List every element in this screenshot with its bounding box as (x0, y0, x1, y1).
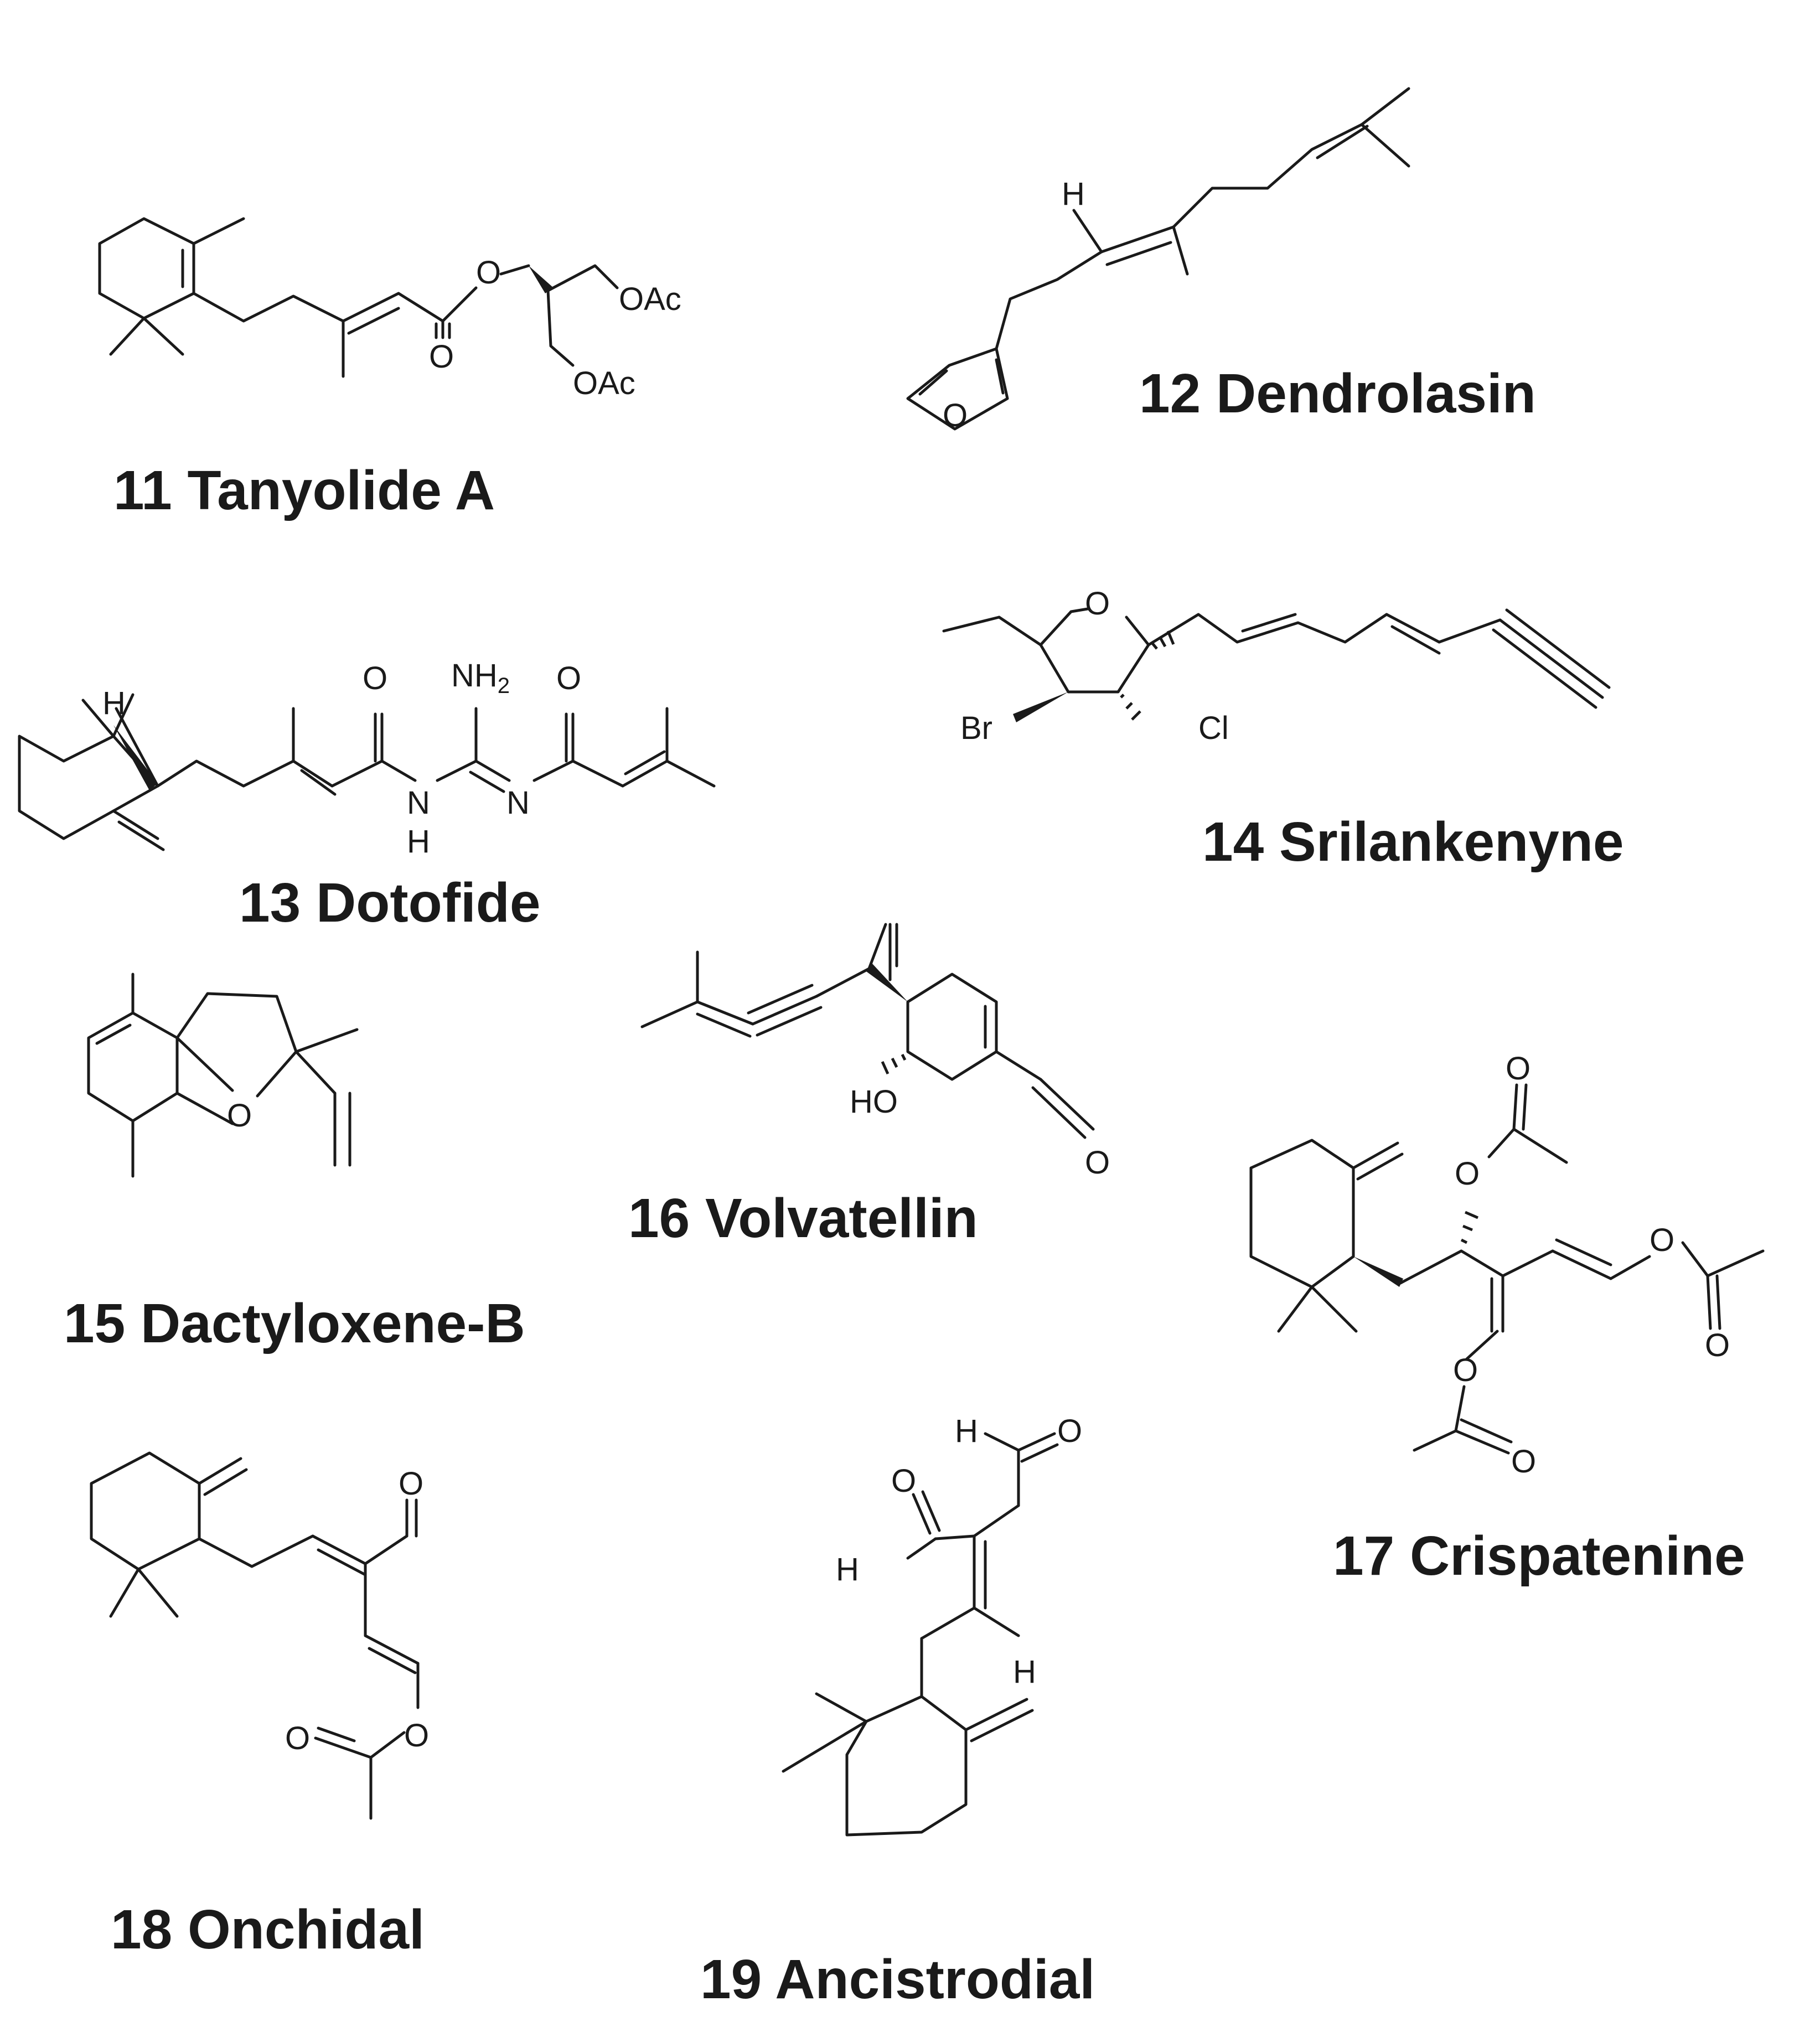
atom-o-ester: O (404, 1718, 429, 1754)
hashed-bond-cl (1120, 694, 1141, 721)
atom-o-ester: O (476, 255, 501, 291)
atom-oac-1: OAc (619, 281, 681, 317)
structure-16-volvatellin: HO O 16 Volvatellin (628, 923, 1110, 1249)
atom-o-carbonyl-3: O (1511, 1444, 1536, 1480)
tetrahydrofuran-ring (175, 992, 298, 1098)
atom-o-aldehyde: O (399, 1466, 423, 1502)
atom-nh: N (407, 785, 430, 821)
atom-h-vinyl: H (1013, 1654, 1036, 1690)
structure-12-dendrolasin: O H 12 Dendrolasin (906, 87, 1536, 433)
atom-o-ring: O (1085, 586, 1110, 622)
compound-18-label: 18 Onchidal (111, 1899, 425, 1961)
atom-cl: Cl (1198, 710, 1229, 746)
atom-br: Br (960, 710, 992, 746)
tetrahydropyran-ring (1039, 607, 1150, 694)
atom-o-aldehyde-2: O (891, 1463, 916, 1499)
atom-h-vinyl: H (1062, 176, 1085, 212)
hashed-bond-ho (881, 1053, 907, 1075)
structure-14-srilankenyne: O Br Cl 14 Srilankenyne (942, 586, 1624, 873)
structure-15-dactyloxene-b: O 15 Dactyloxene-B (64, 973, 525, 1354)
structure-13-dotofide: H O N H NH2 N O 13 Dotofide (18, 658, 716, 934)
compound-12-label: 12 Dendrolasin (1139, 363, 1536, 425)
atom-o-ester-2: O (1650, 1222, 1674, 1258)
structure-18-onchidal: O O O 18 Onchidal (90, 1451, 429, 1961)
cyclohexane-ring (90, 1451, 201, 1571)
cyclohexene-ring (87, 1011, 179, 1123)
cyclohexene-ring (98, 217, 195, 320)
atom-o-ester-1: O (1455, 1156, 1480, 1192)
atom-n-imine: N (506, 785, 530, 821)
atom-o-furan: O (943, 397, 968, 433)
cyclohexane-ring (845, 1695, 968, 1837)
cyclohexene-ring (906, 973, 998, 1081)
structure-11-tanyolide-a: O O OAc OAc 11 Tanyolide A (98, 217, 681, 521)
atom-o-ester-3: O (1453, 1352, 1478, 1388)
atom-o-amide-2: O (556, 660, 581, 696)
atom-o-aldehyde-1: O (1057, 1413, 1082, 1449)
structure-19-ancistrodial: H O O H H 19 Ancistrodial (700, 1413, 1095, 2010)
atom-o-carbonyl-2: O (1705, 1327, 1730, 1363)
cyclohexane-ring (1249, 1139, 1355, 1289)
atom-h-aldehyde-2: H (836, 1552, 859, 1588)
hashed-bond-oac (1460, 1211, 1478, 1244)
atom-o-ring: O (227, 1098, 252, 1134)
atom-o-aldehyde: O (1085, 1145, 1110, 1181)
compound-13-label: 13 Dotofide (239, 872, 540, 934)
atom-nh2: NH2 (451, 658, 510, 698)
atom-h-stereo: H (102, 685, 126, 721)
compound-14-label: 14 Srilankenyne (1202, 811, 1624, 873)
atom-ho: HO (850, 1084, 898, 1120)
atom-o-amide-1: O (363, 660, 387, 696)
atom-nh-h: H (407, 824, 430, 860)
atom-o-carbonyl-1: O (1506, 1051, 1531, 1087)
compound-11-label: 11 Tanyolide A (113, 459, 495, 521)
compound-19-label: 19 Ancistrodial (700, 1948, 1095, 2010)
structure-17-crispatenine: O O O O O O 17 Crispatenine (1249, 1051, 1765, 1587)
compound-15-label: 15 Dactyloxene-B (64, 1292, 525, 1354)
atom-o-carbonyl: O (429, 339, 454, 375)
furan-ring (906, 347, 1009, 431)
atom-oac-2: OAc (573, 365, 635, 401)
compound-17-label: 17 Crispatenine (1333, 1525, 1745, 1587)
cyclohexane-ring (18, 735, 159, 840)
atom-h-aldehyde-1: H (955, 1413, 978, 1449)
atom-o-carbonyl: O (285, 1720, 310, 1756)
compound-16-label: 16 Volvatellin (628, 1187, 978, 1249)
